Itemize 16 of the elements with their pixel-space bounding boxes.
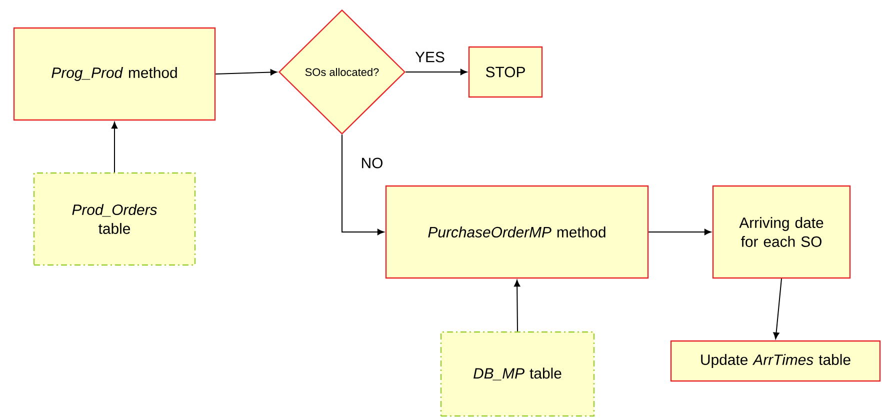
arrow: [215, 69, 278, 76]
process-box: PurchaseOrderMP method: [385, 185, 649, 279]
edge-label: NO: [360, 156, 384, 170]
arrow: [648, 228, 712, 236]
arrow: [405, 68, 468, 76]
process-box: Prog_Prod method: [13, 27, 216, 121]
process-box: Update ArrTimes table: [670, 340, 881, 382]
arrow: [514, 280, 520, 332]
process-box: STOP: [468, 46, 543, 98]
edge-label: YES: [414, 50, 446, 64]
arrow: [342, 134, 384, 236]
arrow: [111, 122, 118, 173]
data-table-box: DB_MP table: [440, 331, 595, 417]
arrow: [773, 278, 782, 340]
data-table-box: Prod_Orders table: [33, 172, 196, 266]
process-box: Arriving date for each SO: [712, 185, 851, 279]
